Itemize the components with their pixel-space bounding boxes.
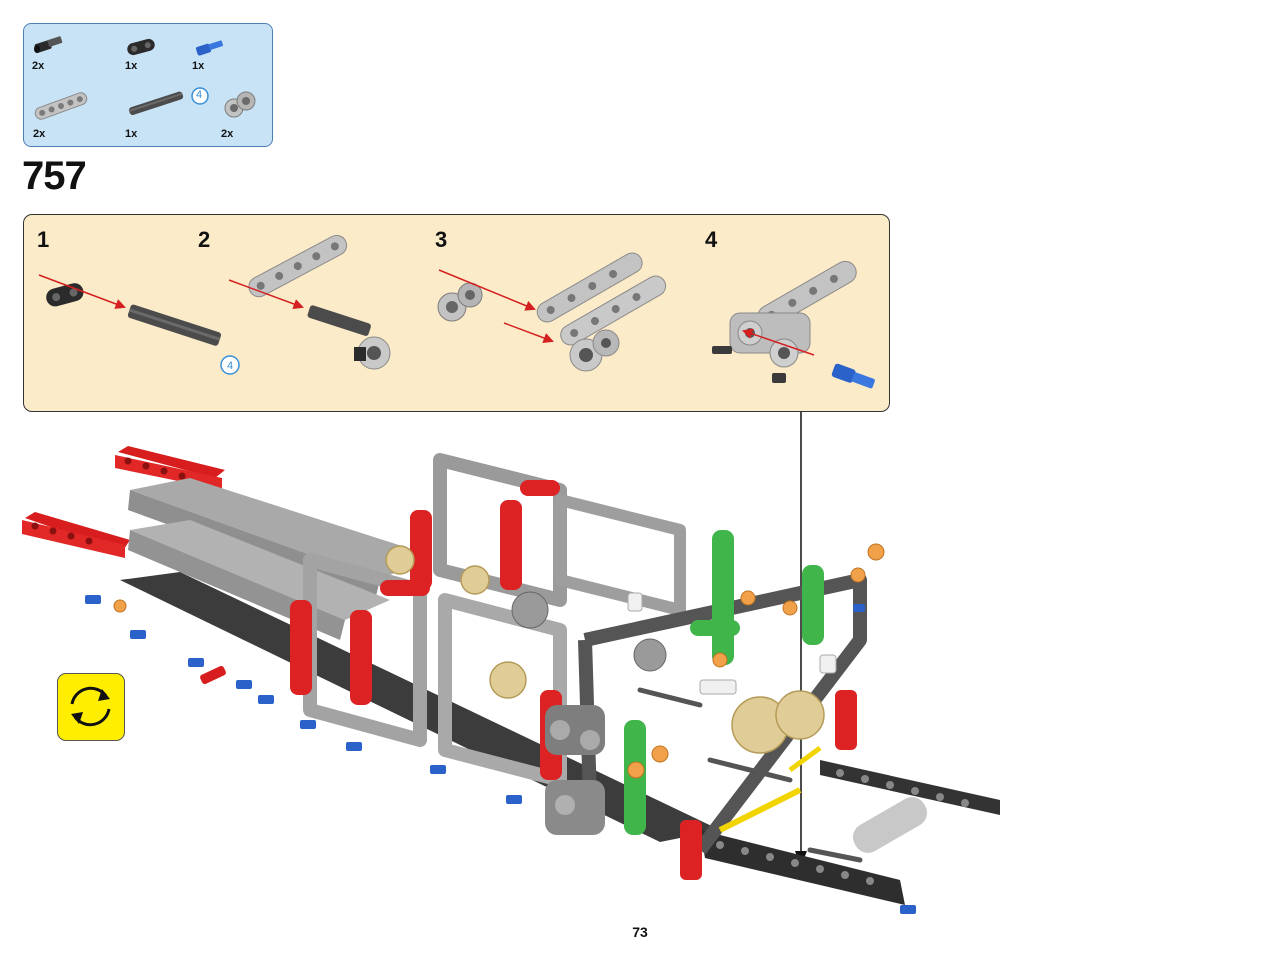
- assembly-arrow-icon: [228, 279, 304, 310]
- parts-list-item: 2x: [220, 88, 260, 140]
- blue-pins: [85, 595, 916, 914]
- sub-assembly-illustration: 4: [38, 234, 875, 389]
- dark-axles: [637, 687, 863, 863]
- blue-axle-pin-icon: [195, 40, 224, 56]
- sub-step-number: 4: [705, 227, 718, 252]
- gray-beam-5-icon: [34, 92, 88, 120]
- part-quantity: 1x: [125, 128, 138, 140]
- connector-assembly-icon: [712, 260, 857, 383]
- dark-gray-axle-4-icon: [127, 304, 222, 346]
- yellow-axle: [718, 787, 802, 833]
- length-badge-icon: [220, 355, 240, 375]
- part-quantity: 2x: [33, 128, 46, 140]
- parts-list-panel: 2x 1x 1x: [23, 23, 273, 147]
- sub-assembly-panel: 1 2 3 4 4: [23, 214, 890, 412]
- axle-with-connector-icon: [307, 305, 391, 370]
- sub-step-number: 3: [435, 227, 448, 252]
- parts-list-item: 2x: [32, 34, 68, 72]
- assembly-arrow-icon: [742, 328, 815, 356]
- tan-gears: [385, 545, 825, 754]
- assembly-arrow-icon: [38, 274, 126, 309]
- parts-list-item: 1x 4: [124, 86, 209, 140]
- gray-connectors: [545, 705, 928, 853]
- part-quantity: 2x: [221, 128, 234, 140]
- orange-bushings: [113, 543, 885, 779]
- assembly-arrow-icon: [503, 322, 554, 343]
- gray-beam-5-icon: [248, 234, 348, 298]
- page-number: 73: [632, 924, 648, 940]
- length-badge-label: 4: [227, 360, 233, 372]
- sub-step-number: 1: [37, 227, 50, 252]
- black-pin-with-axle-icon: [34, 36, 63, 53]
- part-quantity: 1x: [192, 60, 205, 72]
- step-number: 757: [22, 154, 87, 198]
- gray-gears: [511, 591, 667, 672]
- blue-axle-pin-icon: [831, 363, 875, 389]
- part-quantity: 1x: [125, 60, 138, 72]
- red-pin: [200, 665, 226, 685]
- white-bushes: [627, 592, 837, 695]
- rotate-model-icon: [57, 673, 125, 741]
- yellow-axle: [788, 745, 822, 773]
- gray-cylinders: [128, 478, 430, 640]
- length-badge-icon: [191, 87, 209, 105]
- parts-list-item: 2x: [32, 90, 90, 140]
- dark-gray-axle-4-icon: [128, 91, 184, 115]
- double-beam-assembly-icon: [536, 252, 667, 372]
- gray-connector-icon: [224, 91, 256, 118]
- sub-step-number: 2: [198, 227, 211, 252]
- parts-list-item: 1x: [192, 36, 228, 72]
- length-badge-label: 4: [196, 89, 203, 101]
- parts-list-item: 1x: [124, 36, 158, 72]
- assembly-arrow-icon: [438, 269, 536, 311]
- black-beam-2-icon: [127, 38, 155, 56]
- part-quantity: 2x: [32, 60, 45, 72]
